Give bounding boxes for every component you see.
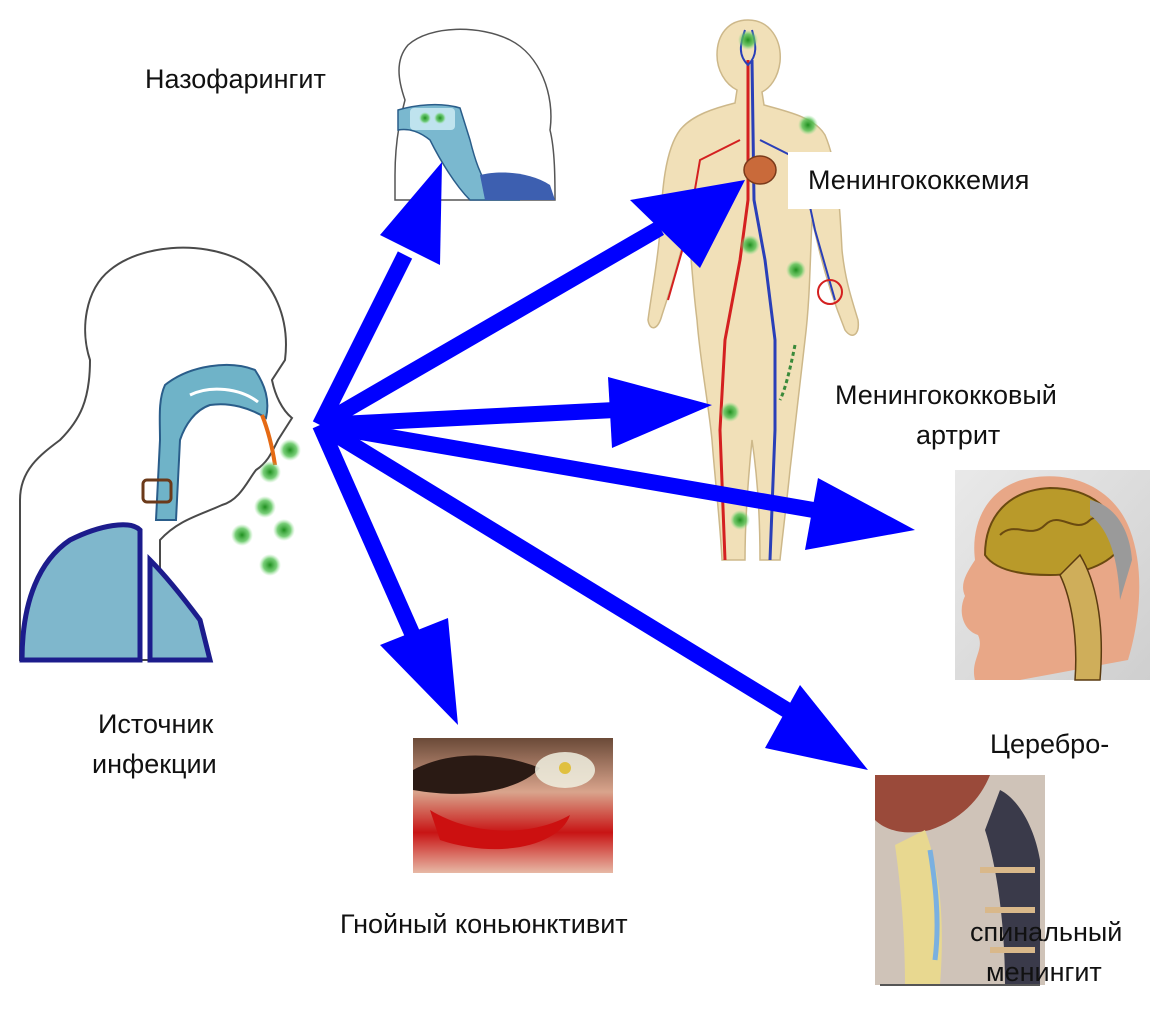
child-brain-icon bbox=[955, 470, 1150, 680]
nasopharynx-head-icon bbox=[395, 29, 555, 200]
label-source-line1: Источник bbox=[98, 707, 213, 741]
label-nasopharyngitis: Назофарингит bbox=[145, 62, 326, 96]
label-meningitis-line1: спинальный bbox=[970, 915, 1122, 949]
spine-section-icon bbox=[875, 775, 1045, 985]
label-arthritis-line2: артрит bbox=[916, 418, 1000, 452]
label-meningitis-line2: менингит bbox=[986, 955, 1102, 989]
label-meningitis-top: Церебро- bbox=[990, 727, 1109, 761]
label-meningococcemia: Менингококкемия bbox=[808, 163, 1029, 197]
eye-icon bbox=[413, 738, 613, 873]
head-profile-icon bbox=[20, 248, 292, 660]
label-arthritis-line1: Менингококковый bbox=[835, 378, 1057, 412]
label-conjunctivitis: Гнойный коньюнктивит bbox=[340, 907, 628, 941]
label-source-line2: инфекции bbox=[92, 747, 217, 781]
